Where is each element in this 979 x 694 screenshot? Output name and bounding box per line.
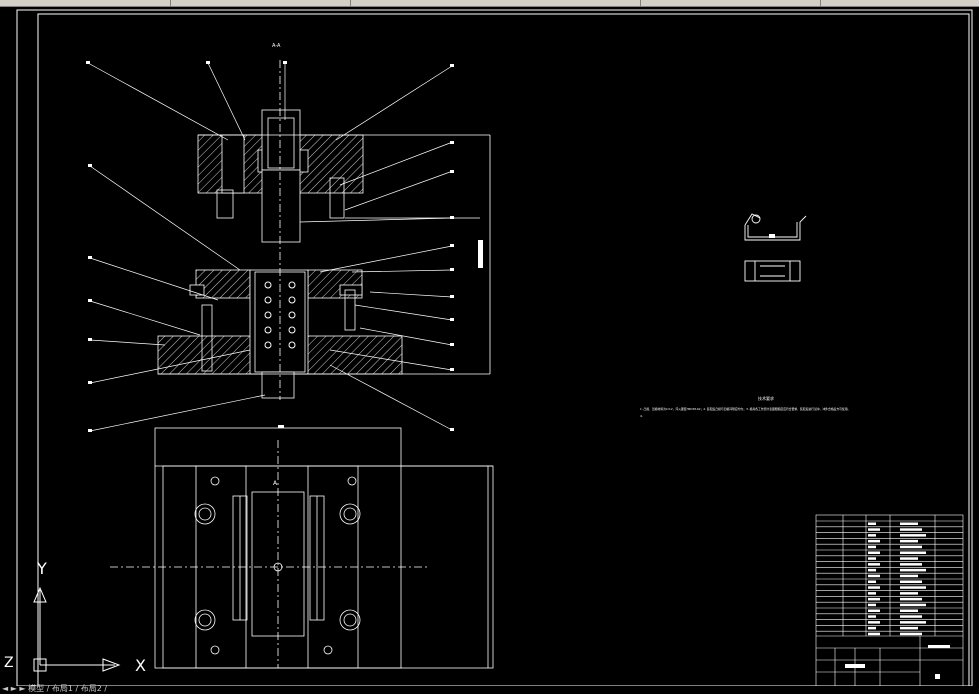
parts-list-text [900, 632, 922, 636]
stripper-left [195, 269, 251, 299]
toolbar-divider [820, 0, 821, 6]
parts-list-text [900, 609, 918, 612]
parts-list-text [868, 632, 880, 636]
ucs-z-label: Z [4, 655, 14, 671]
toolbar-divider [640, 0, 641, 6]
section-title: A-A [272, 43, 281, 49]
parts-list-text [900, 557, 918, 560]
parts-list-text [868, 621, 880, 624]
parts-list-text [868, 609, 880, 612]
inner-frame [37, 13, 970, 686]
note-text: 1. 凸模、凹模材料为Cr12，淬火硬度HRC58-62；2. 装配后凸模与凹模… [640, 407, 850, 411]
parts-list-text [900, 568, 926, 572]
toolbar-divider [350, 0, 351, 6]
ucs-x-label: X [135, 656, 146, 675]
workpiece-view [744, 213, 807, 282]
parts-list-text [868, 574, 880, 578]
guide-post-hole [194, 503, 216, 525]
die-assembly-section-view: A-A [86, 43, 491, 432]
parts-list-text [900, 592, 918, 595]
outer-frame [16, 9, 973, 686]
parts-list-text [868, 580, 876, 583]
parts-list-text [900, 603, 926, 607]
ucs-icon: Y X Z [4, 559, 146, 675]
parts-list-text [900, 539, 918, 543]
cad-drawing-canvas[interactable]: A-A [0, 6, 979, 686]
parts-list-text [868, 626, 876, 630]
top-toolbar-strip [0, 0, 979, 7]
parts-list-text [900, 597, 922, 601]
parts-list-text [868, 557, 876, 560]
parts-list-text [900, 615, 922, 618]
parts-list-text [868, 522, 876, 525]
layout-tabs[interactable]: ◄ ► ► 模型 / 布局1 / 布局2 / [2, 684, 108, 693]
layout-tab-bar [0, 686, 979, 694]
parts-list-text [868, 603, 876, 607]
ucs-y-label: Y [36, 559, 47, 578]
view-marker-a: A [273, 480, 278, 487]
parts-list-text [868, 592, 876, 595]
parts-list-text [900, 626, 918, 630]
parts-list-text [868, 615, 876, 618]
parts-list-text [868, 545, 876, 549]
parts-list-text [900, 545, 922, 549]
parts-list-text [900, 522, 918, 525]
parts-list-text [868, 568, 876, 572]
parts-list-text [900, 528, 922, 531]
guide-post-hole [339, 503, 361, 525]
title-block [815, 514, 964, 686]
parts-list-text [900, 534, 926, 537]
spring-left [264, 281, 272, 349]
technical-notes: 技术要求 1. 凸模、凹模材料为Cr12，淬火硬度HRC58-62；2. 装配后… [640, 395, 850, 418]
note-heading: 技术要求 [758, 395, 774, 401]
note-number: 4. [640, 414, 643, 418]
parts-list-text [900, 580, 922, 583]
parts-list-text [868, 563, 880, 566]
die-plan-view: A [110, 425, 494, 669]
parts-list-text [868, 528, 880, 531]
toolbar-divider [170, 0, 171, 6]
part-number-tags [86, 61, 454, 432]
parts-list-text [900, 621, 926, 624]
guide-post-hole [194, 609, 216, 631]
parts-list-text [900, 586, 926, 589]
parts-list-text [868, 551, 880, 554]
parts-list-text [868, 597, 880, 601]
parts-list-text [868, 534, 876, 537]
parts-list-text [868, 539, 880, 543]
parts-list-text [900, 574, 918, 578]
leader-lines [87, 62, 453, 432]
parts-list-text [900, 563, 922, 566]
guide-post-hole [339, 609, 361, 631]
parts-list-text [868, 586, 880, 589]
parts-list-text [900, 551, 926, 554]
spring-right [288, 281, 296, 349]
